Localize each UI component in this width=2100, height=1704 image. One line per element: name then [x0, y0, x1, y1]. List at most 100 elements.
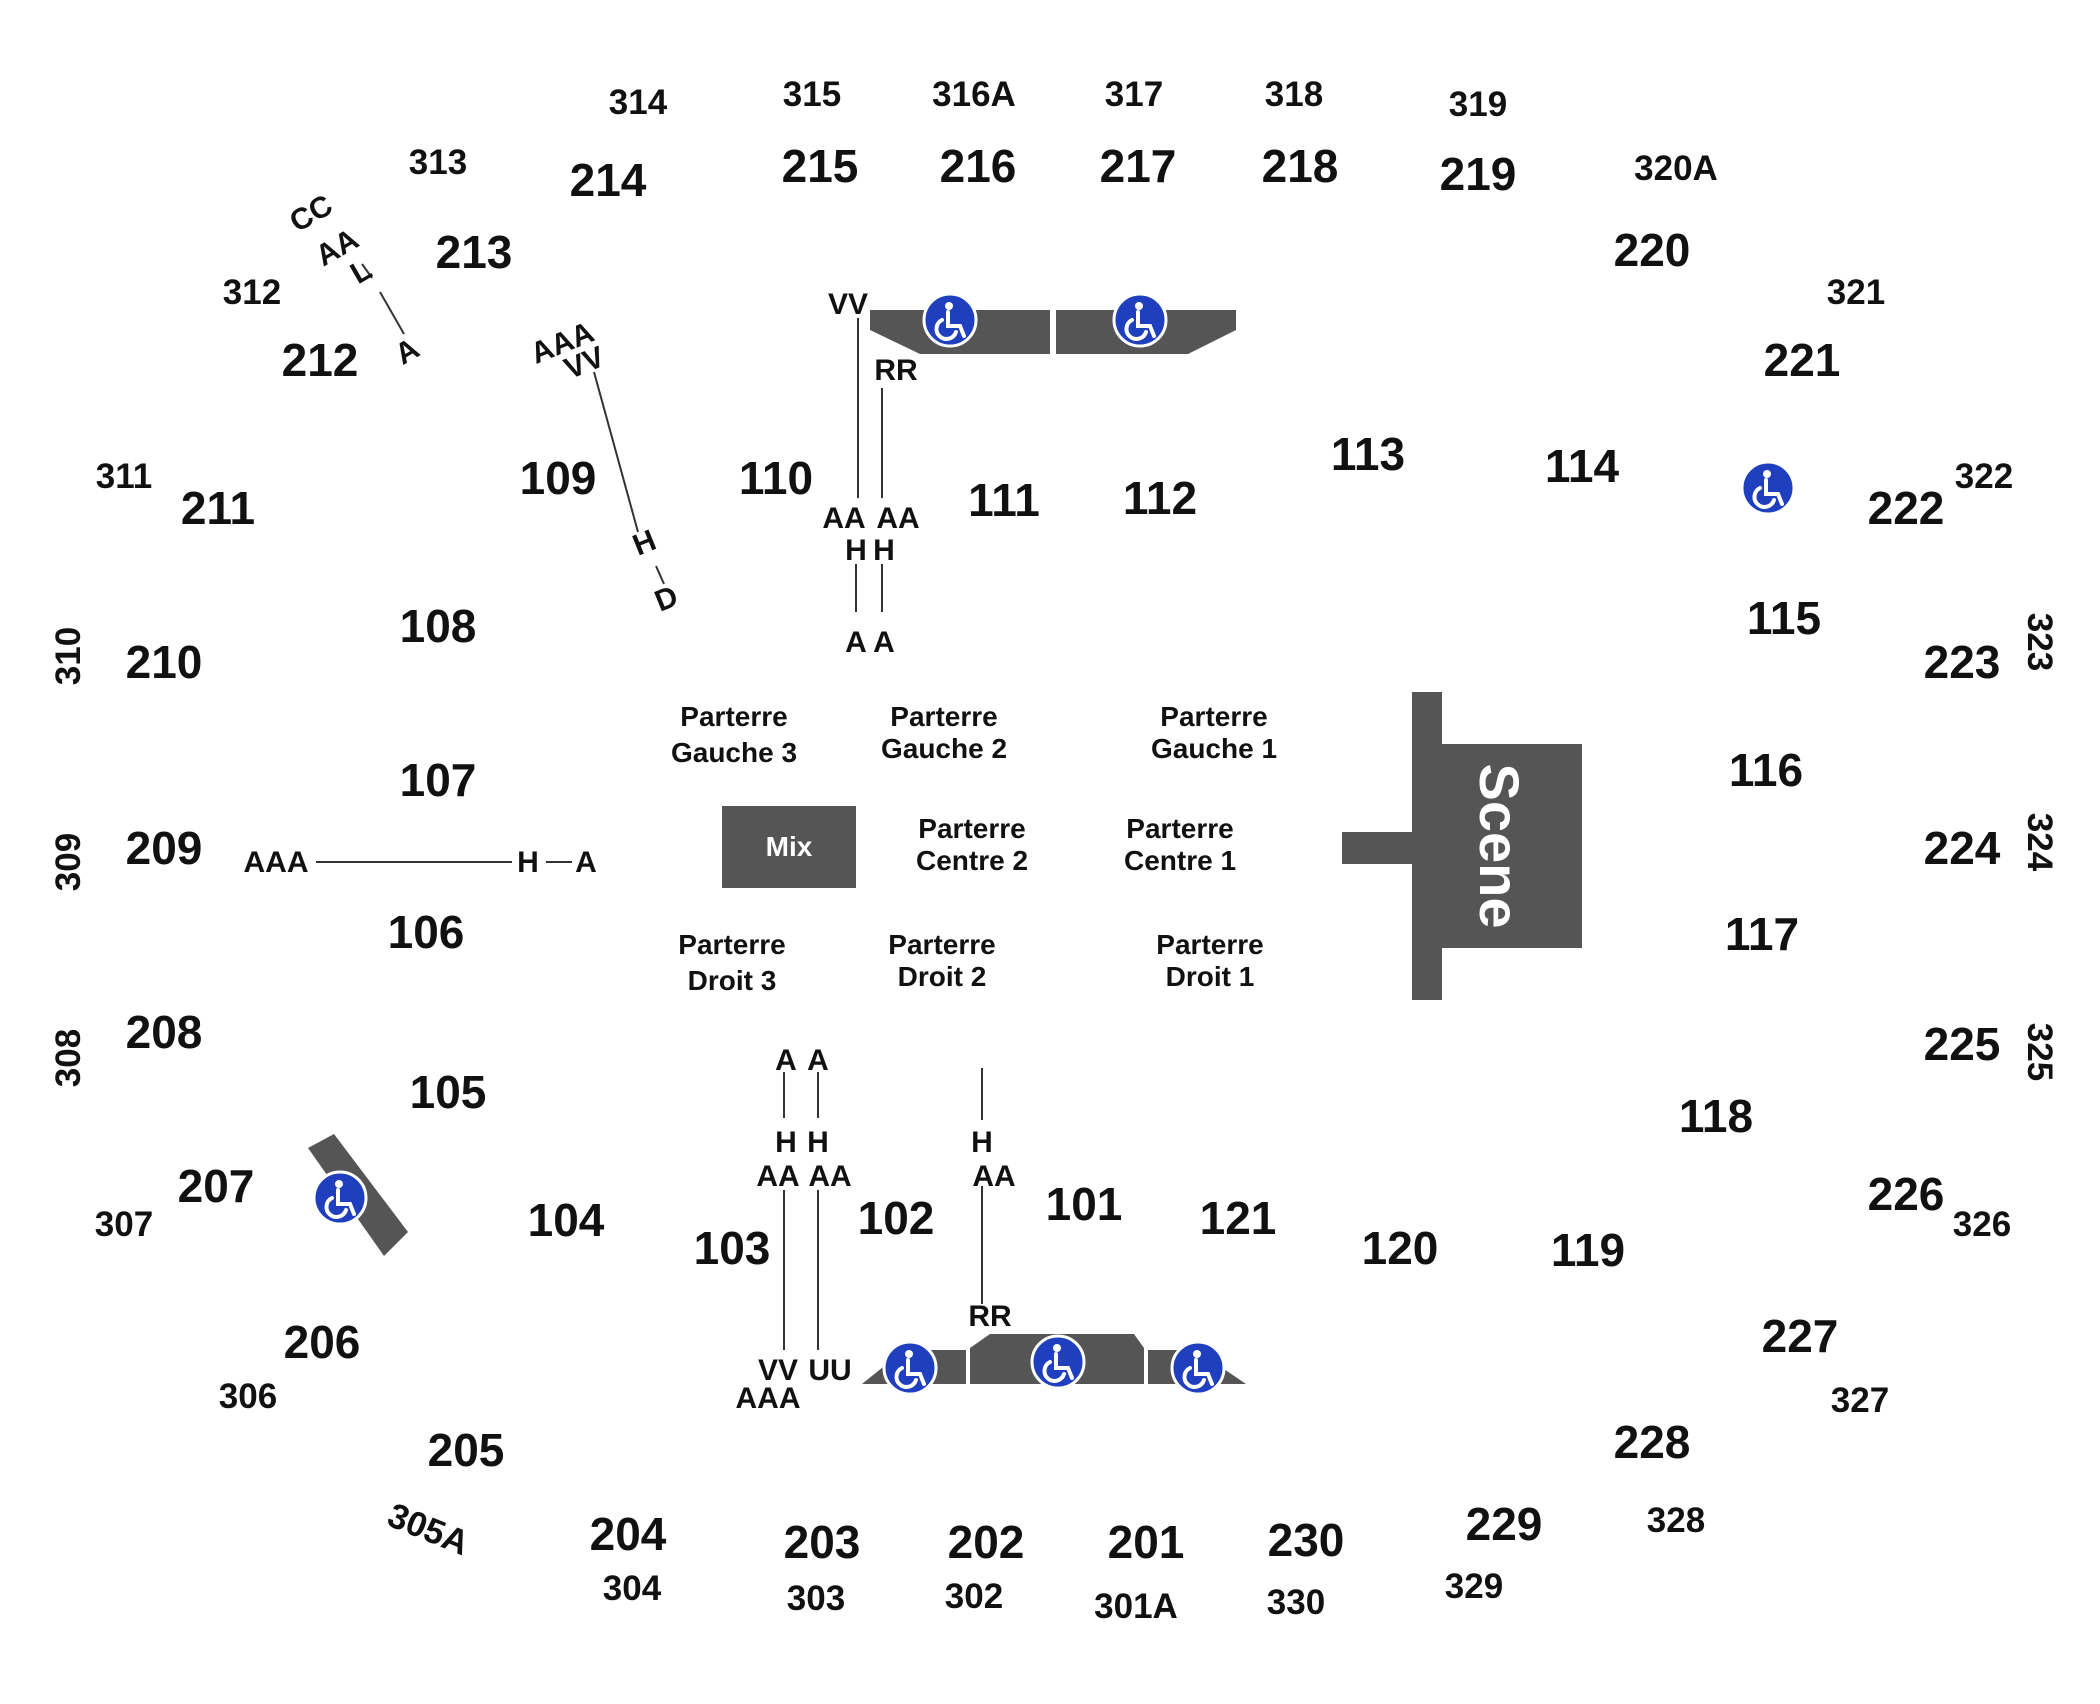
section-214[interactable]: 214 [570, 154, 647, 206]
section-319[interactable]: 319 [1449, 85, 1507, 124]
section-119[interactable]: 119 [1551, 1224, 1625, 1276]
section-106[interactable]: 106 [388, 906, 465, 958]
section-101[interactable]: 101 [1046, 1178, 1123, 1230]
section-110[interactable]: 110 [739, 452, 813, 504]
section-210[interactable]: 210 [126, 636, 203, 688]
section-313[interactable]: 313 [409, 143, 467, 182]
section-109[interactable]: 109 [520, 452, 597, 504]
section-212[interactable]: 212 [282, 334, 359, 386]
section-104[interactable]: 104 [528, 1194, 605, 1246]
section-117[interactable]: 117 [1725, 908, 1799, 960]
section-115[interactable]: 115 [1747, 592, 1821, 644]
section-parterre-gauche-1[interactable]: Parterre Gauche 1 [1151, 701, 1277, 764]
section-parterre-droit-1[interactable]: Parterre Droit 1 [1156, 929, 1263, 992]
section-223[interactable]: 223 [1924, 636, 2001, 688]
svg-text:VV: VV [758, 1354, 798, 1387]
section-327[interactable]: 327 [1831, 1381, 1889, 1420]
section-228[interactable]: 228 [1614, 1416, 1691, 1468]
section-329[interactable]: 329 [1445, 1567, 1503, 1606]
section-parterre-gauche-2[interactable]: Parterre Gauche 2 [881, 701, 1007, 764]
section-205[interactable]: 205 [428, 1424, 505, 1476]
section-111[interactable]: 111 [968, 474, 1040, 526]
section-218[interactable]: 218 [1262, 140, 1339, 192]
section-318[interactable]: 318 [1265, 75, 1323, 114]
row-guides [316, 263, 983, 1350]
section-324[interactable]: 324 [2020, 813, 2059, 872]
section-215[interactable]: 215 [782, 140, 859, 192]
svg-text:Centre 2: Centre 2 [916, 845, 1028, 876]
section-309[interactable]: 309 [49, 833, 88, 891]
section-328[interactable]: 328 [1647, 1501, 1705, 1540]
section-304[interactable]: 304 [603, 1569, 662, 1608]
section-322[interactable]: 322 [1955, 457, 2013, 496]
section-230[interactable]: 230 [1268, 1514, 1345, 1566]
svg-text:Parterre: Parterre [918, 813, 1025, 844]
section-114[interactable]: 114 [1545, 440, 1620, 492]
section-213[interactable]: 213 [436, 226, 513, 278]
section-208[interactable]: 208 [126, 1006, 203, 1058]
svg-text:RR: RR [874, 354, 918, 387]
section-203[interactable]: 203 [784, 1516, 861, 1568]
section-204[interactable]: 204 [590, 1508, 667, 1560]
section-parterre-droit-2[interactable]: Parterre Droit 2 [888, 929, 995, 992]
section-201[interactable]: 201 [1108, 1516, 1185, 1568]
section-219[interactable]: 219 [1440, 148, 1517, 200]
section-121[interactable]: 121 [1200, 1192, 1277, 1244]
section-parterre-gauche-3[interactable]: Parterre Gauche 3 [671, 701, 797, 768]
section-216[interactable]: 216 [940, 140, 1017, 192]
section-227[interactable]: 227 [1762, 1310, 1839, 1362]
section-206[interactable]: 206 [284, 1316, 361, 1368]
section-321[interactable]: 321 [1827, 273, 1885, 312]
section-209[interactable]: 209 [126, 822, 203, 874]
section-316A[interactable]: 316A [932, 75, 1016, 114]
section-113[interactable]: 113 [1331, 428, 1405, 480]
section-325[interactable]: 325 [2020, 1023, 2059, 1081]
section-306[interactable]: 306 [219, 1377, 277, 1416]
section-220[interactable]: 220 [1614, 224, 1691, 276]
section-222[interactable]: 222 [1868, 482, 1945, 534]
section-320A[interactable]: 320A [1634, 149, 1718, 188]
section-107[interactable]: 107 [400, 754, 477, 806]
section-326[interactable]: 326 [1953, 1205, 2011, 1244]
section-221[interactable]: 221 [1764, 334, 1841, 386]
section-229[interactable]: 229 [1466, 1498, 1543, 1550]
svg-text:UU: UU [808, 1354, 851, 1387]
section-108[interactable]: 108 [400, 600, 477, 652]
section-112[interactable]: 112 [1123, 472, 1197, 524]
section-317[interactable]: 317 [1105, 75, 1163, 114]
section-307[interactable]: 307 [95, 1205, 153, 1244]
section-315[interactable]: 315 [783, 75, 841, 114]
section-330[interactable]: 330 [1267, 1583, 1325, 1622]
section-105[interactable]: 105 [410, 1066, 487, 1118]
svg-text:RR: RR [968, 1300, 1012, 1333]
section-parterre-centre-2[interactable]: Parterre Centre 2 [916, 813, 1028, 876]
section-226[interactable]: 226 [1868, 1168, 1945, 1220]
section-118[interactable]: 118 [1679, 1090, 1753, 1142]
section-310[interactable]: 310 [49, 627, 88, 685]
svg-text:AAA: AAA [736, 1382, 801, 1415]
section-102[interactable]: 102 [858, 1192, 935, 1244]
svg-text:A: A [775, 1044, 797, 1077]
section-202[interactable]: 202 [948, 1516, 1025, 1568]
section-120[interactable]: 120 [1362, 1222, 1439, 1274]
section-116[interactable]: 116 [1729, 744, 1803, 796]
section-103[interactable]: 103 [694, 1222, 771, 1274]
section-301A[interactable]: 301A [1094, 1587, 1178, 1626]
section-parterre-droit-3[interactable]: Parterre Droit 3 [678, 929, 785, 996]
section-302[interactable]: 302 [945, 1577, 1003, 1616]
section-225[interactable]: 225 [1924, 1018, 2001, 1070]
svg-text:Parterre: Parterre [890, 701, 997, 732]
section-224[interactable]: 224 [1924, 822, 2001, 874]
section-311[interactable]: 311 [96, 457, 152, 496]
section-211[interactable]: 211 [181, 482, 255, 534]
svg-text:AA: AA [876, 502, 919, 535]
section-312[interactable]: 312 [223, 273, 281, 312]
section-314[interactable]: 314 [609, 83, 668, 122]
section-323[interactable]: 323 [2020, 613, 2059, 671]
section-305A[interactable]: 305A [382, 1496, 474, 1564]
section-217[interactable]: 217 [1100, 140, 1177, 192]
section-207[interactable]: 207 [178, 1160, 255, 1212]
section-parterre-centre-1[interactable]: Parterre Centre 1 [1124, 813, 1236, 876]
section-308[interactable]: 308 [49, 1029, 88, 1087]
section-303[interactable]: 303 [787, 1579, 845, 1618]
